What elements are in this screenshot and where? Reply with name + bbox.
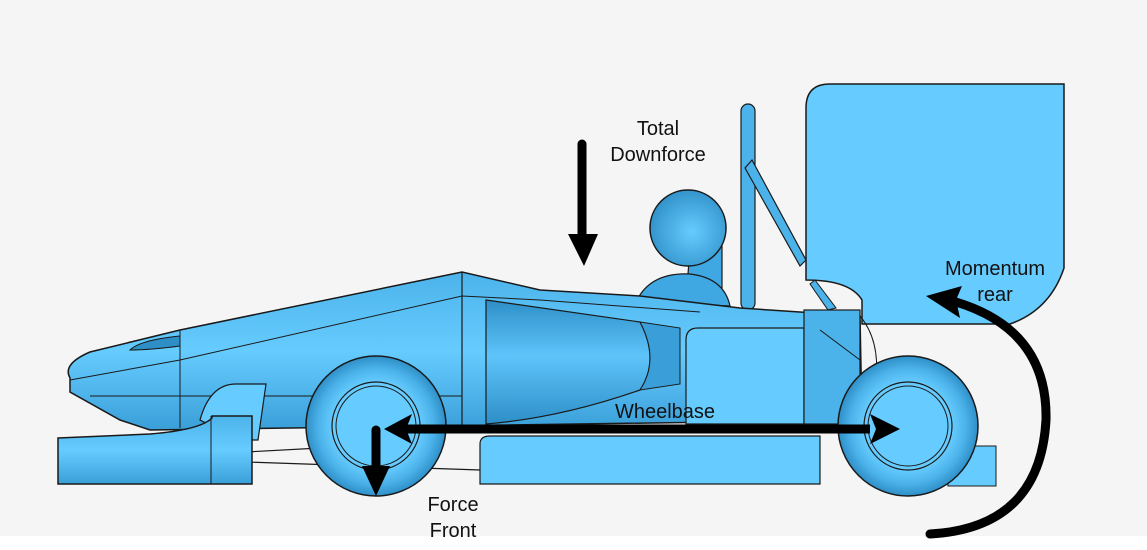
momentum-rear-arrow: [925, 286, 1051, 539]
label-line: Momentum: [944, 258, 1046, 280]
total-downforce-arrow: [568, 139, 598, 266]
rear-wing: [805, 83, 1065, 325]
label-total-downforce: Total Downforce: [598, 116, 718, 168]
label-momentum-rear: Momentum rear: [940, 256, 1050, 308]
label-force-front: Force Front: [398, 492, 508, 544]
label-line: Front: [429, 520, 477, 542]
label-line: rear: [977, 284, 1013, 306]
label-wheelbase: Wheelbase: [614, 401, 716, 423]
sidepod-duct: [638, 321, 681, 391]
floor: [479, 435, 821, 485]
driver-helmet: [649, 189, 727, 267]
rear-wheel: [837, 355, 979, 497]
label-line: Downforce: [610, 144, 706, 166]
wheelbase-arrow: [384, 414, 900, 444]
front-wing: [57, 415, 253, 485]
roll-hoop-brace: [744, 158, 807, 267]
force-front-arrow: [362, 425, 390, 496]
label-line: Force: [427, 494, 479, 516]
nose-scoop: [128, 335, 181, 351]
wing-strut: [809, 279, 837, 311]
label-line: Total: [636, 118, 680, 140]
roll-hoop: [740, 103, 756, 311]
